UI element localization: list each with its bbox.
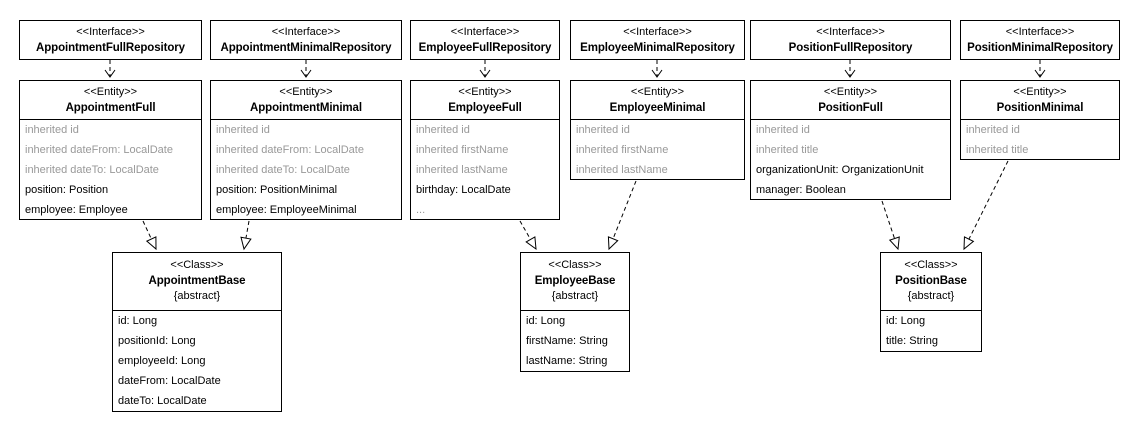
attribute-row: position: PositionMinimal bbox=[216, 184, 338, 196]
attribute-row: employeeId: Long bbox=[118, 355, 206, 367]
class-employee-base: <<Class>> EmployeeBase {abstract} id: Lo… bbox=[520, 252, 630, 372]
attribute-row: inherited id bbox=[576, 124, 630, 136]
attribute-row: inherited id bbox=[216, 124, 270, 136]
extends-arrow-position-full-to-base bbox=[881, 200, 900, 251]
entity-name: AppointmentMinimal bbox=[250, 102, 362, 114]
attribute-row: inherited id bbox=[416, 124, 470, 136]
interface-name: EmployeeMinimalRepository bbox=[580, 42, 735, 54]
attribute-row: inherited title bbox=[756, 144, 819, 156]
stereotype-label: <<Entity>> bbox=[630, 86, 685, 98]
stereotype-label: <<Entity>> bbox=[279, 86, 333, 98]
interface-employee-minimal-repository: <<Interface>> EmployeeMinimalRepository bbox=[570, 20, 745, 60]
abstract-modifier: {abstract} bbox=[173, 290, 221, 302]
entity-name: PositionFull bbox=[818, 102, 883, 114]
attribute-row: birthday: LocalDate bbox=[416, 184, 511, 196]
attribute-row: inherited lastName bbox=[576, 164, 668, 176]
attribute-row: inherited firstName bbox=[576, 144, 669, 156]
interface-appointment-full-repository: <<Interface>> AppointmentFullRepository bbox=[19, 20, 202, 60]
attribute-row: inherited dateTo: LocalDate bbox=[216, 164, 350, 176]
interface-name: AppointmentMinimalRepository bbox=[220, 42, 392, 54]
stereotype-label: <<Interface>> bbox=[76, 26, 145, 38]
extends-arrow-employee-minimal-to-base bbox=[607, 180, 637, 251]
attribute-row: organizationUnit: OrganizationUnit bbox=[756, 164, 924, 176]
interface-appointment-minimal-repository: <<Interface>> AppointmentMinimalReposito… bbox=[210, 20, 402, 60]
attribute-row: ... bbox=[416, 204, 426, 216]
stereotype-label: <<Interface>> bbox=[450, 26, 520, 38]
entity-position-minimal: <<Entity>> PositionMinimal inherited id … bbox=[960, 80, 1120, 160]
attribute-row: lastName: String bbox=[526, 355, 608, 367]
class-name: EmployeeBase bbox=[534, 275, 616, 287]
interface-name: AppointmentFullRepository bbox=[36, 42, 185, 54]
attribute-row: manager: Boolean bbox=[756, 184, 846, 196]
entity-employee-full: <<Entity>> EmployeeFull inherited id inh… bbox=[410, 80, 560, 220]
attribute-row: id: Long bbox=[886, 315, 926, 327]
abstract-modifier: {abstract} bbox=[907, 290, 955, 302]
attribute-row: inherited id bbox=[756, 124, 810, 136]
stereotype-label: <<Interface>> bbox=[816, 26, 885, 38]
attribute-row: positionId: Long bbox=[118, 335, 196, 347]
stereotype-label: <<Interface>> bbox=[271, 26, 341, 38]
entity-name: PositionMinimal bbox=[996, 102, 1084, 114]
entity-name: AppointmentFull bbox=[65, 102, 156, 114]
extends-arrow-employee-full-to-base bbox=[519, 220, 537, 251]
entity-appointment-full: <<Entity>> AppointmentFull inherited id … bbox=[19, 80, 202, 220]
attribute-row: inherited dateTo: LocalDate bbox=[25, 164, 159, 176]
interface-employee-full-repository: <<Interface>> EmployeeFullRepository bbox=[410, 20, 560, 60]
attribute-row: inherited id bbox=[25, 124, 79, 136]
stereotype-label: <<Entity>> bbox=[83, 86, 138, 98]
extends-arrow-position-minimal-to-base bbox=[963, 160, 1009, 251]
attribute-row: dateFrom: LocalDate bbox=[118, 375, 221, 387]
entity-employee-minimal: <<Entity>> EmployeeMinimal inherited id … bbox=[570, 80, 745, 180]
entity-name: EmployeeFull bbox=[448, 102, 522, 114]
stereotype-label: <<Entity>> bbox=[1013, 86, 1067, 98]
attribute-row: inherited dateFrom: LocalDate bbox=[216, 144, 364, 156]
attribute-row: employee: EmployeeMinimal bbox=[216, 204, 357, 216]
stereotype-label: <<Entity>> bbox=[458, 86, 512, 98]
entity-name: EmployeeMinimal bbox=[609, 102, 706, 114]
class-name: AppointmentBase bbox=[148, 275, 246, 287]
stereotype-label: <<Interface>> bbox=[1005, 26, 1075, 38]
attribute-row: inherited lastName bbox=[416, 164, 508, 176]
class-appointment-base: <<Class>> AppointmentBase {abstract} id:… bbox=[112, 252, 282, 412]
interface-position-minimal-repository: <<Interface>> PositionMinimalRepository bbox=[960, 20, 1120, 60]
extends-arrow-appointment-full-to-base bbox=[142, 220, 157, 251]
entity-position-full: <<Entity>> PositionFull inherited id inh… bbox=[750, 80, 951, 200]
interface-name: EmployeeFullRepository bbox=[418, 42, 552, 54]
extends-arrow-appointment-minimal-to-base bbox=[240, 220, 252, 251]
attribute-row: firstName: String bbox=[526, 335, 608, 347]
interface-name: PositionFullRepository bbox=[788, 42, 913, 54]
stereotype-label: <<Class>> bbox=[170, 259, 224, 271]
class-position-base: <<Class>> PositionBase {abstract} id: Lo… bbox=[880, 252, 982, 352]
attribute-row: inherited firstName bbox=[416, 144, 509, 156]
interface-name: PositionMinimalRepository bbox=[967, 42, 1113, 54]
stereotype-label: <<Entity>> bbox=[823, 86, 878, 98]
entity-appointment-minimal: <<Entity>> AppointmentMinimal inherited … bbox=[210, 80, 402, 220]
class-name: PositionBase bbox=[895, 275, 967, 287]
attribute-row: inherited id bbox=[966, 124, 1020, 136]
attribute-row: inherited dateFrom: LocalDate bbox=[25, 144, 173, 156]
attribute-row: title: String bbox=[886, 335, 938, 347]
attribute-row: employee: Employee bbox=[25, 204, 128, 216]
attribute-row: position: Position bbox=[25, 184, 109, 196]
attribute-row: inherited title bbox=[966, 144, 1029, 156]
attribute-row: id: Long bbox=[118, 315, 158, 327]
stereotype-label: <<Interface>> bbox=[623, 26, 692, 38]
abstract-modifier: {abstract} bbox=[551, 290, 599, 302]
attribute-row: dateTo: LocalDate bbox=[118, 395, 207, 407]
stereotype-label: <<Class>> bbox=[904, 259, 958, 271]
stereotype-label: <<Class>> bbox=[548, 259, 602, 271]
interface-position-full-repository: <<Interface>> PositionFullRepository bbox=[750, 20, 951, 60]
attribute-row: id: Long bbox=[526, 315, 566, 327]
